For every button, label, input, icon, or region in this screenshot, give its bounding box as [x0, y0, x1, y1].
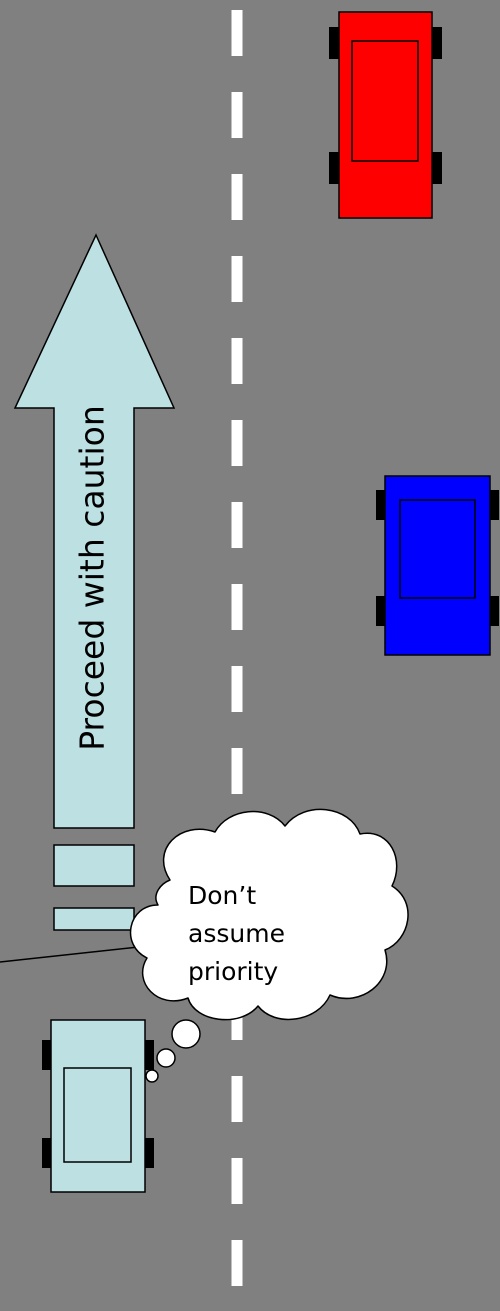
- arrow-tail-dash-2: [53, 907, 135, 931]
- thought-cloud: [129, 808, 409, 1021]
- thought-line-2: assume: [188, 919, 285, 948]
- thought-dot-large: [171, 1019, 201, 1049]
- thought-line-1: Don’t: [188, 881, 256, 910]
- blue-car-roof: [399, 499, 476, 599]
- blue-car: [376, 475, 499, 656]
- red-car: [329, 11, 442, 219]
- own-car-roof: [63, 1067, 132, 1163]
- pointer-line: [0, 945, 149, 963]
- own-car: [42, 1019, 154, 1193]
- proceed-arrow: [13, 233, 176, 829]
- arrow-label: Proceed with caution: [73, 405, 112, 751]
- thought-dot-small: [145, 1069, 159, 1083]
- red-car-roof: [351, 40, 419, 162]
- arrow-tail-dash-1: [53, 844, 135, 887]
- thought-line-3: priority: [188, 957, 278, 986]
- thought-dot-medium: [156, 1048, 176, 1068]
